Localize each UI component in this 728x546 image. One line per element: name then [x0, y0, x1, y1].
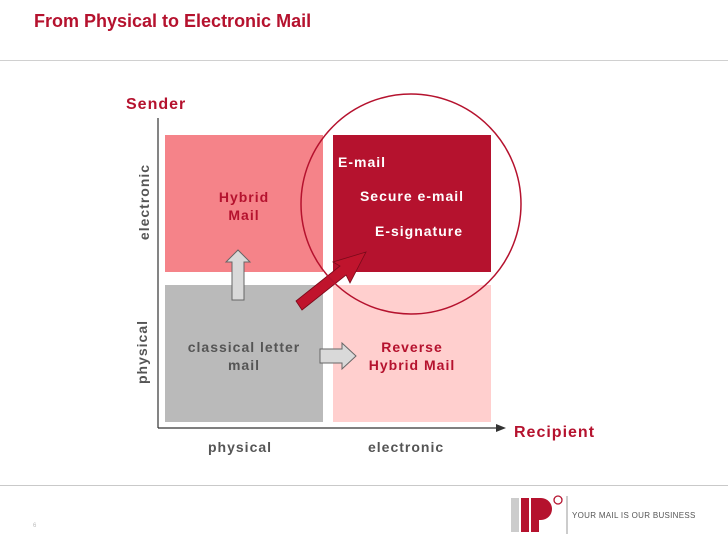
- quadrant-reverse-hybrid: [333, 285, 491, 422]
- quadrant-email: [333, 135, 491, 272]
- reverse-hybrid-line1: Reverse: [381, 339, 443, 355]
- quadrant-classical-mail: [165, 285, 323, 422]
- footer-divider: [0, 485, 728, 486]
- reverse-hybrid-label: Reverse Hybrid Mail: [333, 338, 491, 374]
- arrow-diagonal-icon: [295, 251, 367, 311]
- arrow-up-icon: [224, 249, 252, 301]
- classical-mail-label: classical letter mail: [165, 338, 323, 374]
- y-axis-title: Sender: [126, 96, 187, 113]
- highlight-circle: [300, 93, 522, 315]
- x-axis-arrowhead: [496, 424, 506, 432]
- secure-email-item: Secure e-mail: [359, 188, 465, 204]
- hybrid-mail-label: Hybrid Mail: [165, 188, 323, 224]
- classical-mail-line1: classical letter: [187, 339, 301, 355]
- reverse-hybrid-line2: Hybrid Mail: [368, 357, 456, 373]
- x-tick-electronic: electronic: [368, 439, 445, 455]
- arrow-right-icon: [319, 341, 357, 371]
- title-divider: [0, 60, 728, 61]
- x-axis-title: Recipient: [514, 424, 596, 441]
- slide-title: From Physical to Electronic Mail: [34, 11, 312, 31]
- company-logo-icon: [511, 495, 568, 534]
- footer-slogan: YOUR MAIL IS OUR BUSINESS: [572, 511, 696, 520]
- x-tick-physical: physical: [208, 439, 273, 455]
- classical-mail-line2: mail: [227, 357, 260, 373]
- hybrid-mail-line1: Hybrid: [218, 189, 270, 205]
- hybrid-mail-line2: Mail: [228, 207, 260, 223]
- page-number: 6: [33, 523, 37, 529]
- email-item: E-mail: [338, 154, 387, 170]
- esignature-item: E-signature: [374, 223, 463, 239]
- quadrant-hybrid-mail: [165, 135, 323, 272]
